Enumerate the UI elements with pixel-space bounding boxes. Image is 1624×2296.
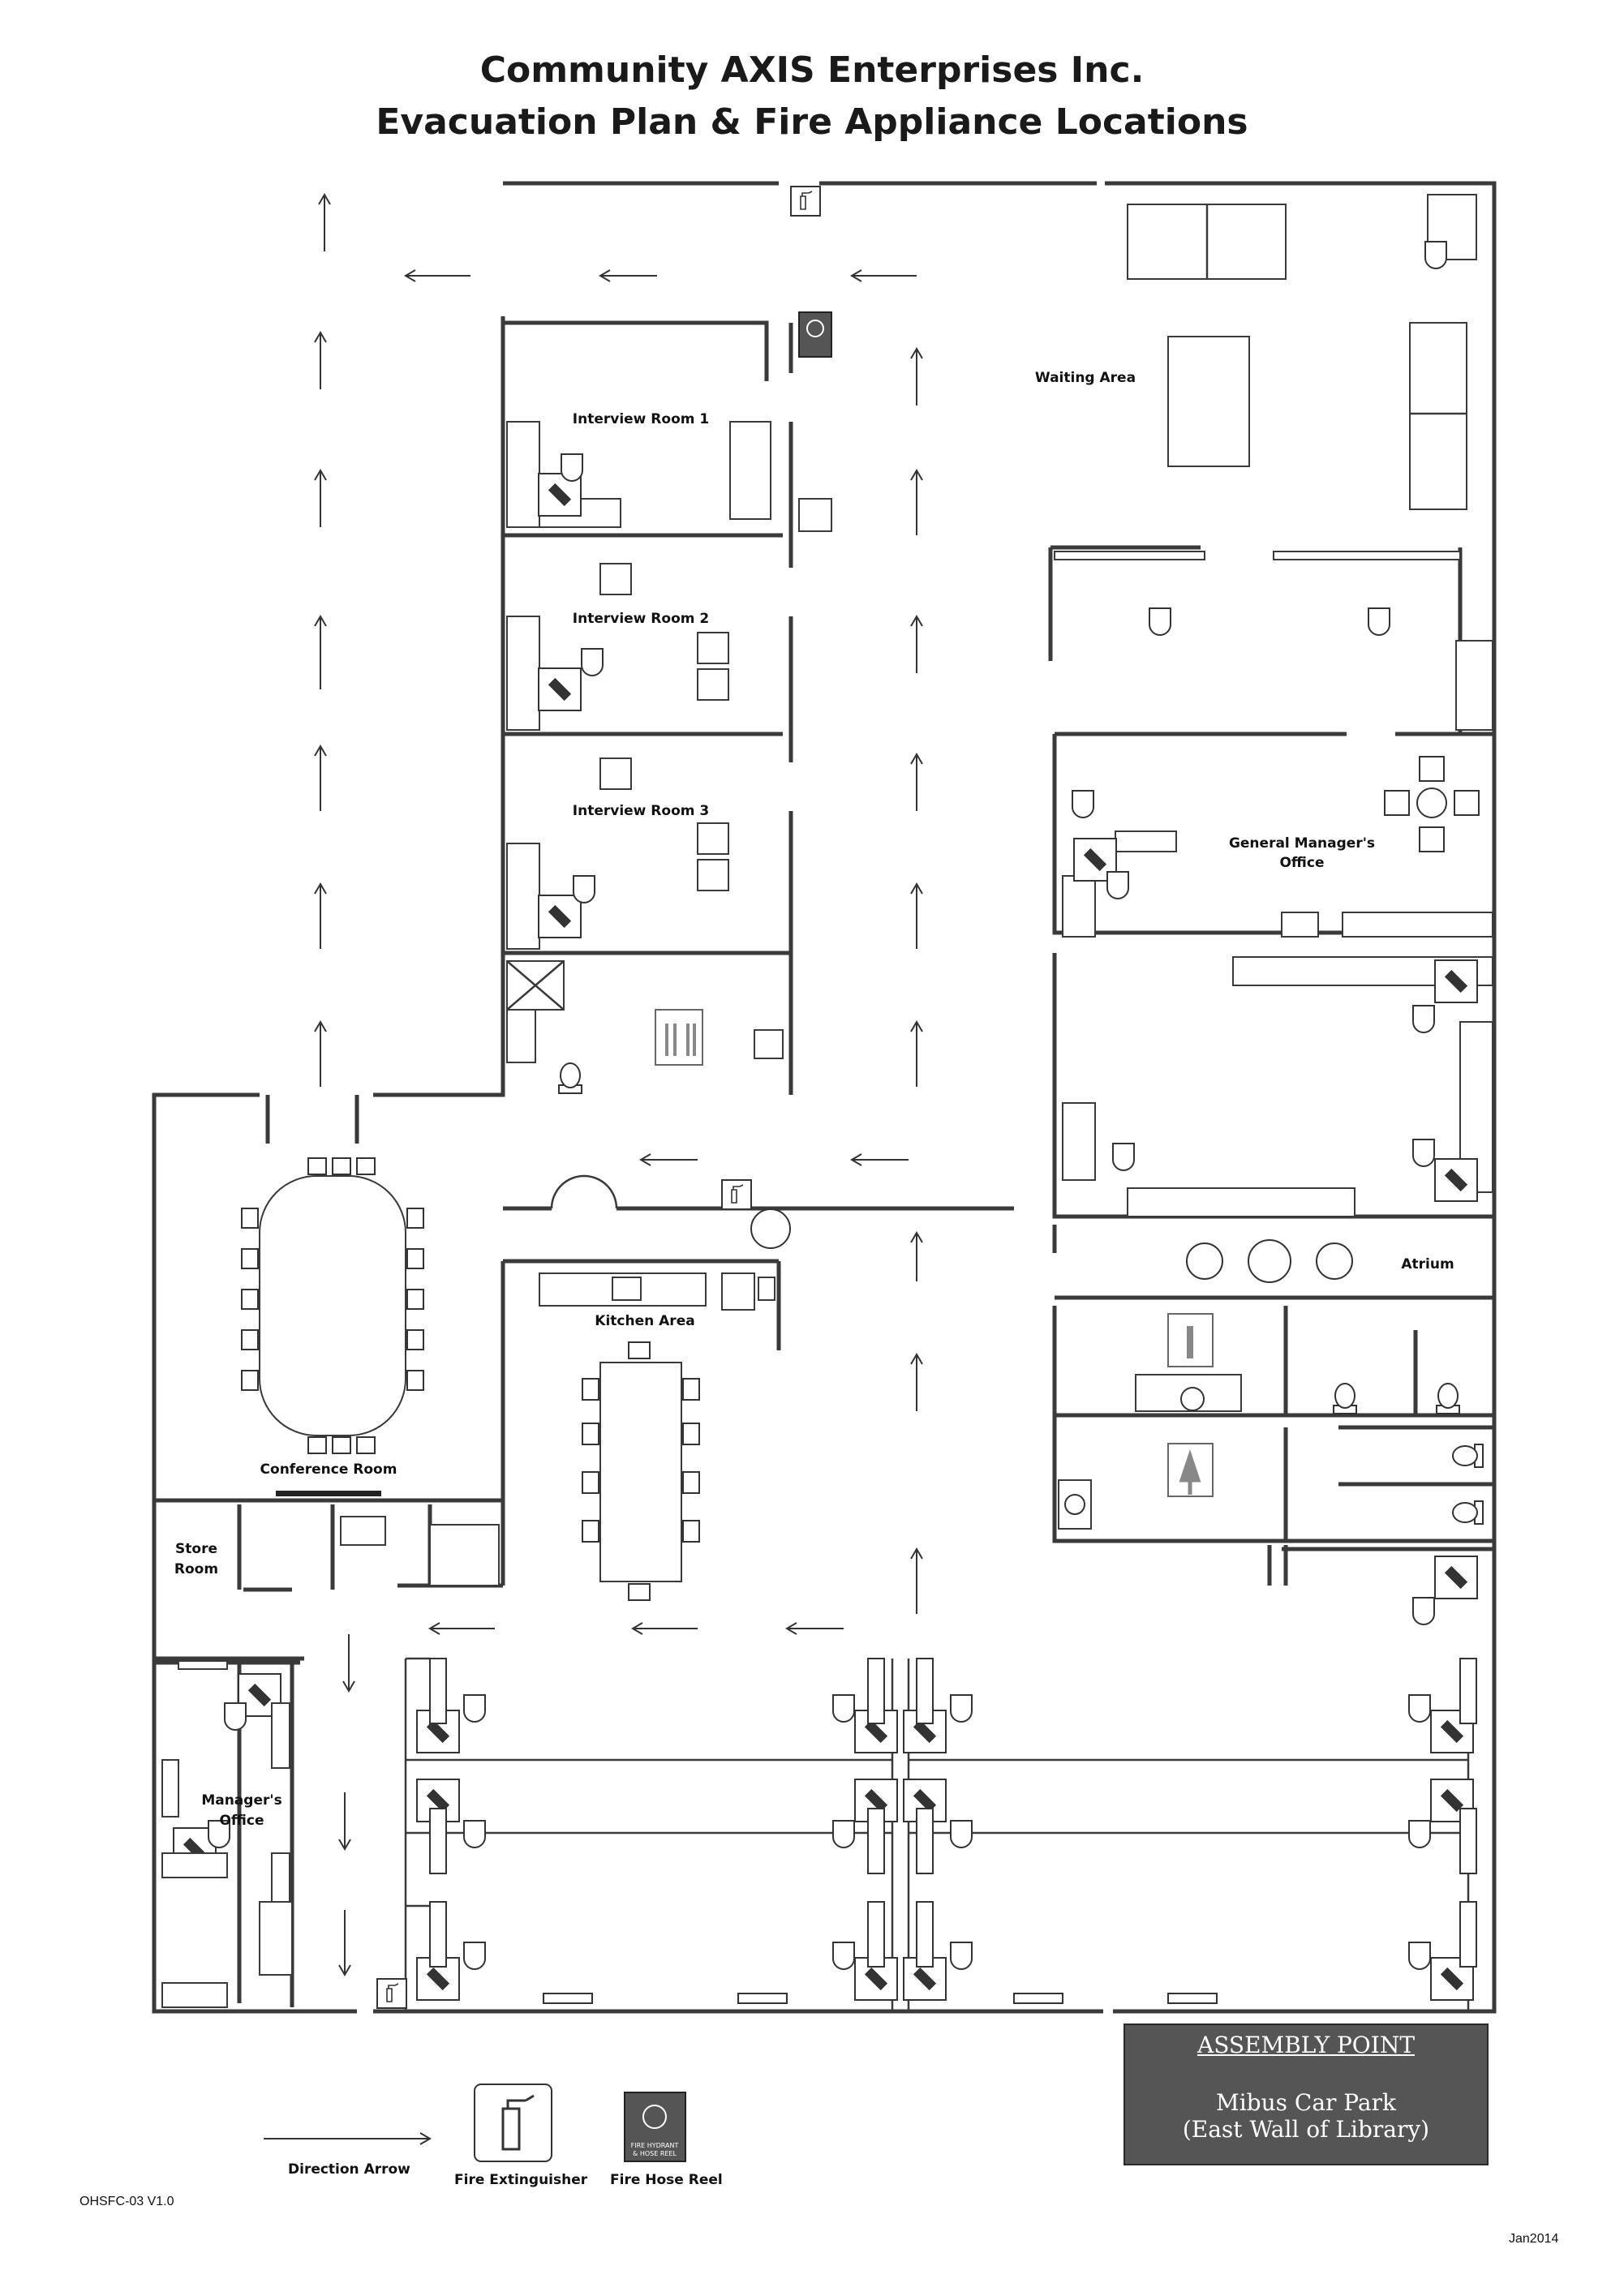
fire-extinguisher-icon	[721, 1179, 752, 1210]
legend-direction-arrow-icon	[264, 2132, 432, 2145]
label-waiting-area: Waiting Area	[1035, 370, 1136, 386]
legend-direction-arrow-label: Direction Arrow	[288, 2161, 410, 2178]
fire-hose-reel-icon	[798, 311, 832, 358]
label-store-room-1: Store	[175, 1541, 217, 1557]
label-general-manager-office-1: General Manager's	[1229, 835, 1375, 852]
fire-extinguisher-icon	[376, 1978, 407, 2009]
direction-arrows	[314, 193, 923, 1976]
assembly-point-line-1: Mibus Car Park	[1216, 2089, 1396, 2116]
hose-sign-line-1: FIRE HYDRANT	[631, 2142, 679, 2149]
label-atrium: Atrium	[1401, 1256, 1454, 1272]
label-interview-room-1: Interview Room 1	[573, 411, 709, 427]
hose-sign-line-2: & HOSE REEL	[633, 2150, 677, 2157]
title-line-2: Evacuation Plan & Fire Appliance Locatio…	[376, 101, 1248, 143]
assembly-point-heading: ASSEMBLY POINT	[1197, 2032, 1415, 2058]
unisex-toilet-icon	[655, 1009, 703, 1066]
title-line-1: Community AXIS Enterprises Inc.	[479, 49, 1145, 91]
legend-fire-extinguisher-icon	[474, 2084, 552, 2162]
label-interview-room-2: Interview Room 2	[573, 611, 709, 627]
label-managers-office-1: Manager's	[201, 1792, 281, 1809]
document-code: OHSFC-03 V1.0	[79, 2195, 174, 2208]
legend-fire-extinguisher-label: Fire Extinguisher	[454, 2172, 588, 2188]
document-date: Jan2014	[1509, 2232, 1559, 2246]
legend-fire-hose-reel-icon: FIRE HYDRANT & HOSE REEL	[624, 2092, 686, 2162]
page-title: Community AXIS Enterprises Inc. Evacuati…	[0, 45, 1624, 148]
label-general-manager-office-2: Office	[1279, 855, 1324, 871]
plant-icon	[750, 1208, 1353, 1283]
fire-extinguisher-icon	[790, 186, 821, 217]
legend-fire-hose-reel-label: Fire Hose Reel	[610, 2172, 723, 2188]
label-kitchen-area: Kitchen Area	[595, 1313, 694, 1329]
label-conference-room: Conference Room	[260, 1461, 397, 1478]
assembly-point-box: ASSEMBLY POINT Mibus Car Park (East Wall…	[1123, 2023, 1489, 2165]
female-toilet-icon	[1167, 1443, 1214, 1497]
male-toilet-icon	[1167, 1313, 1214, 1367]
assembly-point-line-2: (East Wall of Library)	[1182, 2116, 1430, 2143]
label-interview-room-3: Interview Room 3	[573, 803, 709, 819]
label-store-room-2: Room	[174, 1561, 218, 1577]
label-managers-office-2: Office	[219, 1813, 264, 1829]
